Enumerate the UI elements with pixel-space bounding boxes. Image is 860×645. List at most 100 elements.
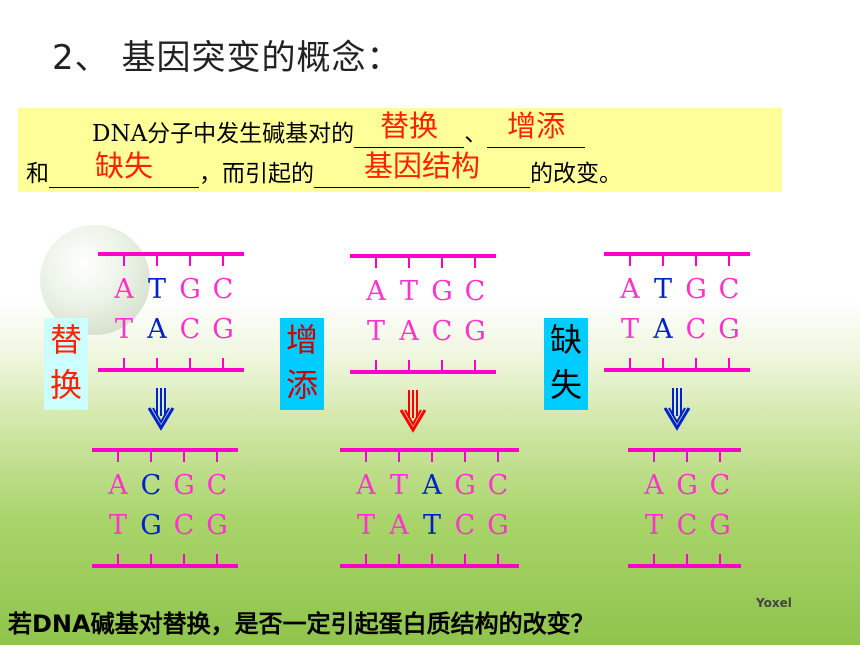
base-top: C	[464, 276, 486, 307]
backbone-tick	[441, 258, 443, 268]
base-bottom: T	[644, 510, 663, 541]
base-top: T	[653, 274, 672, 305]
backbone-tick	[117, 452, 119, 462]
strand-backbone-top	[340, 448, 519, 452]
backbone-tick	[695, 358, 697, 368]
base-bottom: G	[464, 316, 486, 347]
base-bottom: A	[147, 314, 167, 345]
down-arrow-icon	[399, 390, 427, 433]
backbone-tick	[464, 554, 466, 564]
backbone-tick	[497, 554, 499, 564]
backbone-tick	[189, 358, 191, 368]
base-top: G	[179, 274, 201, 305]
base-bottom: T	[356, 510, 375, 541]
base-bottom: C	[454, 510, 476, 541]
answer-replacement: 替换	[380, 109, 439, 143]
mutation-label: 缺失	[544, 318, 588, 410]
backbone-tick	[150, 554, 152, 564]
base-bottom: G	[206, 510, 228, 541]
mutation-label-char: 添	[285, 366, 318, 404]
base-top: C	[212, 274, 234, 305]
definition-line-2: 和缺失 ，而引起的基因结构 的改变。	[26, 149, 622, 188]
backbone-tick	[474, 360, 476, 370]
answer-blank: 缺失	[49, 149, 199, 188]
decorative-bubble	[40, 225, 150, 335]
base-top: G	[676, 470, 698, 501]
base-top: G	[431, 276, 453, 307]
answer-blank: 基因结构	[314, 149, 530, 188]
base-bottom: C	[431, 316, 453, 347]
backbone-tick	[719, 452, 721, 462]
definition-line-1: DNA分子中发生碱基对的替换 、增添	[92, 109, 586, 148]
base-top: C	[718, 274, 740, 305]
answer-gene-structure: 基因结构	[363, 149, 480, 183]
base-top: A	[114, 274, 134, 305]
base-top: T	[399, 276, 418, 307]
base-bottom: T	[422, 510, 441, 541]
base-top: C	[709, 470, 731, 501]
backbone-tick	[123, 256, 125, 266]
base-bottom: T	[108, 510, 127, 541]
strand-backbone-bottom	[98, 368, 244, 372]
backbone-tick	[728, 256, 730, 266]
base-bottom: A	[389, 510, 409, 541]
backbone-tick	[431, 452, 433, 462]
definition-text: 的改变。	[530, 161, 622, 187]
strand-backbone-top	[98, 252, 244, 256]
backbone-tick	[189, 256, 191, 266]
strand-backbone-top	[628, 448, 741, 452]
answer-addition: 增添	[507, 109, 566, 143]
backbone-tick	[719, 554, 721, 564]
backbone-tick	[686, 452, 688, 462]
base-top: A	[644, 470, 664, 501]
strand-backbone-top	[604, 252, 750, 256]
backbone-tick	[123, 358, 125, 368]
base-top: G	[173, 470, 195, 501]
strand-backbone-bottom	[340, 564, 519, 568]
base-top: C	[487, 470, 509, 501]
backbone-tick	[216, 452, 218, 462]
backbone-tick	[117, 554, 119, 564]
definition-box: DNA分子中发生碱基对的替换 、增添 和缺失 ，而引起的基因结构 的改变。	[18, 108, 782, 192]
mutation-label-char: 换	[49, 366, 82, 404]
backbone-tick	[398, 554, 400, 564]
definition-text: DNA分子中发生碱基对的	[92, 121, 355, 147]
backbone-tick	[216, 554, 218, 564]
mutation-label: 增添	[280, 318, 324, 410]
backbone-tick	[629, 256, 631, 266]
backbone-tick	[365, 554, 367, 564]
mutation-label-char: 缺	[549, 321, 582, 359]
base-top: T	[389, 470, 408, 501]
down-arrow-icon	[663, 388, 691, 431]
strand-backbone-bottom	[604, 368, 750, 372]
backbone-tick	[183, 452, 185, 462]
base-top: C	[206, 470, 228, 501]
backbone-tick	[653, 554, 655, 564]
strand-backbone-bottom	[350, 370, 496, 374]
base-bottom: G	[709, 510, 731, 541]
backbone-tick	[695, 256, 697, 266]
base-bottom: G	[487, 510, 509, 541]
definition-text: 和	[26, 161, 49, 187]
base-bottom: C	[685, 314, 707, 345]
base-bottom: T	[114, 314, 133, 345]
answer-blank: 增添	[487, 109, 586, 148]
strand-backbone-top	[92, 448, 238, 452]
mutation-label-char: 失	[549, 366, 582, 404]
base-top: A	[108, 470, 128, 501]
definition-separator: 、	[464, 121, 488, 147]
mutation-label-char: 增	[285, 321, 318, 359]
down-arrow-icon	[147, 388, 175, 431]
backbone-tick	[686, 554, 688, 564]
base-bottom: T	[620, 314, 639, 345]
backbone-tick	[629, 358, 631, 368]
backbone-tick	[156, 358, 158, 368]
backbone-tick	[662, 358, 664, 368]
base-bottom: A	[399, 316, 419, 347]
watermark-logo: Yoxel	[756, 596, 792, 610]
strand-backbone-bottom	[92, 564, 238, 568]
mutation-label-char: 替	[49, 321, 82, 359]
base-top: A	[366, 276, 386, 307]
backbone-tick	[398, 452, 400, 462]
backbone-tick	[183, 554, 185, 564]
